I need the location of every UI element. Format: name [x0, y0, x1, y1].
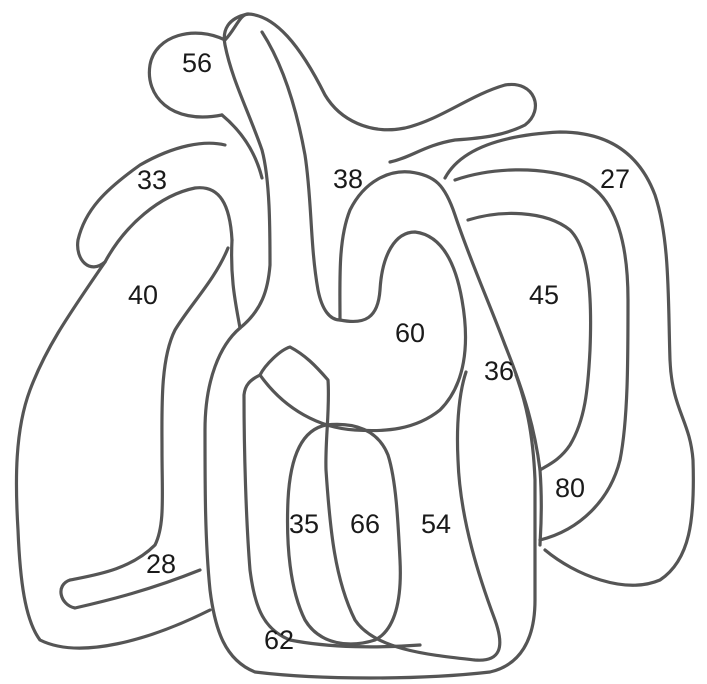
region-label-54: 54: [421, 509, 451, 539]
vertical-stem-right-outline: [262, 32, 340, 320]
region-label-56: 56: [182, 48, 212, 78]
region-label-35: 35: [289, 509, 319, 539]
region-label-66: 66: [350, 509, 380, 539]
region-label-62: 62: [264, 625, 294, 655]
region-label-36: 36: [484, 356, 514, 386]
region-label-33: 33: [137, 165, 167, 195]
region-label-28: 28: [146, 549, 176, 579]
region-label-27: 27: [600, 164, 630, 194]
top-hook-outline: [149, 14, 535, 162]
region-label-80: 80: [555, 473, 585, 503]
region-label-40: 40: [128, 280, 158, 310]
left-swoop-outline: [78, 115, 262, 267]
right-outer-arch-outline: [445, 132, 693, 585]
region-label-45: 45: [529, 280, 559, 310]
region-label-60: 60: [395, 318, 425, 348]
region-label-38: 38: [333, 164, 363, 194]
